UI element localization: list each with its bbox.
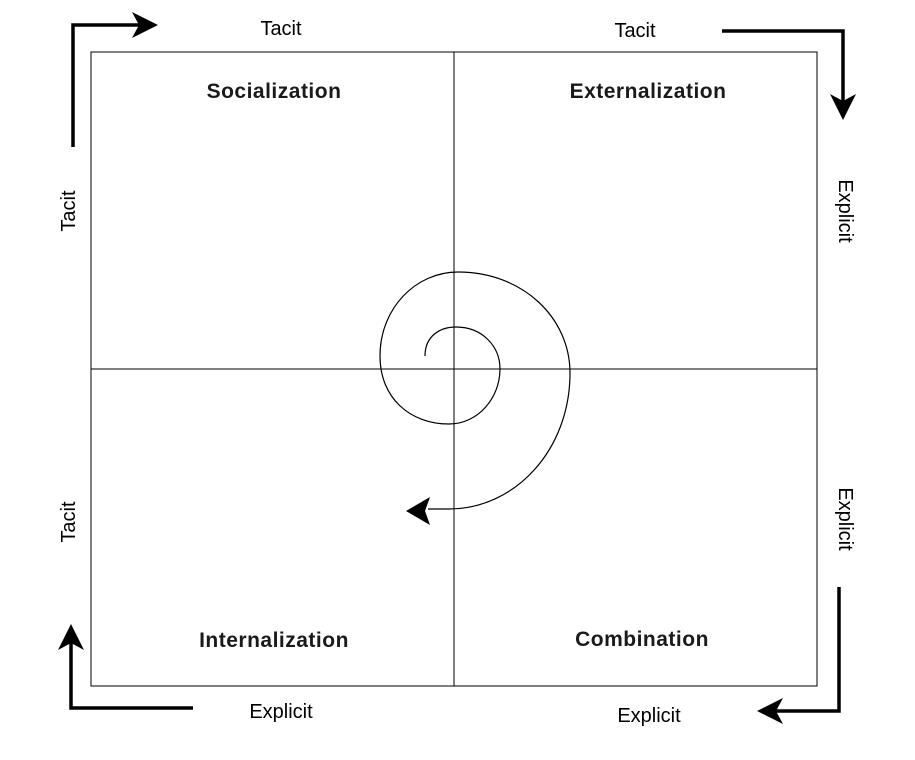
edge-label-top-right: Tacit (614, 20, 656, 42)
knowledge-spiral (379, 271, 571, 510)
quadrant-title-externalization: Externalization (570, 80, 727, 103)
quadrant-title-combination: Combination (575, 628, 709, 651)
flow-arrow-bottom-right-icon (765, 587, 841, 713)
flow-arrow-bottom-left-icon (69, 632, 193, 710)
edge-label-right-lower: Explicit (834, 487, 856, 551)
edge-label-left-upper: Tacit (58, 190, 80, 232)
spiral-arrowhead-icon (406, 497, 430, 525)
flow-arrow-top-left-icon (71, 23, 150, 147)
edge-label-left-lower: Tacit (58, 501, 80, 543)
quadrant-title-socialization: Socialization (207, 80, 342, 103)
arrowhead-bottom-left-icon (58, 624, 84, 650)
arrowhead-bottom-right-icon (757, 698, 783, 724)
flow-arrow-top-right-icon (722, 29, 845, 112)
arrowhead-top-right-icon (830, 94, 856, 120)
edge-label-bottom-right: Explicit (617, 705, 681, 727)
arrowhead-top-left-icon (132, 12, 158, 38)
quadrant-title-internalization: Internalization (199, 629, 349, 652)
edge-label-top-left: Tacit (260, 18, 302, 40)
edge-label-bottom-left: Explicit (249, 701, 313, 723)
edge-label-right-upper: Explicit (834, 179, 856, 243)
